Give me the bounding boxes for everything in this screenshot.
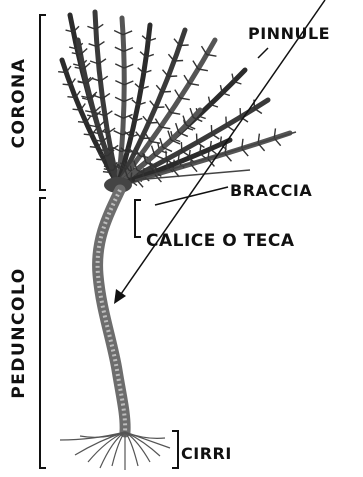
braccia-leader-line: [155, 187, 228, 205]
calice-label: CALICE O TECA: [146, 231, 295, 251]
cirri-bracket: [172, 431, 178, 468]
pinnule-stroke: [254, 109, 261, 114]
cirri-label: CIRRI: [181, 444, 232, 463]
pinnule-stroke: [90, 147, 98, 148]
pinnule-label: PINNULE: [248, 24, 330, 43]
pinnule-stroke: [212, 134, 219, 139]
pinnule-stroke: [193, 61, 198, 69]
pinnule-stroke: [145, 133, 150, 141]
pinnule-stroke: [96, 159, 104, 160]
pinnule-stroke: [103, 172, 111, 173]
pinnule-stroke: [184, 75, 189, 83]
pinnule-stroke: [58, 72, 66, 73]
peduncolo-label: PEDUNCOLO: [9, 267, 29, 398]
pinnule-stroke: [226, 126, 233, 131]
calice-bracket: [135, 200, 141, 237]
pinnule-stroke: [84, 134, 92, 135]
cirri-illustration: [60, 432, 170, 470]
peduncolo-bracket: [40, 198, 46, 468]
pinnule-stroke: [165, 104, 170, 112]
pinnule-stroke: [78, 122, 86, 123]
pinnule-stroke: [67, 97, 75, 98]
pinnule-stroke: [175, 90, 180, 98]
pinnule-stroke: [73, 109, 81, 110]
braccia-label: BRACCIA: [230, 181, 312, 200]
pinnule-stroke: [201, 46, 206, 54]
pinnule-leader-line: [258, 48, 268, 58]
corona-bracket: [40, 15, 46, 190]
cirrus-stroke: [80, 432, 125, 437]
pinnule-stroke: [63, 84, 71, 85]
long-arrow-head: [114, 289, 126, 304]
corona-label: CORONA: [9, 58, 29, 149]
